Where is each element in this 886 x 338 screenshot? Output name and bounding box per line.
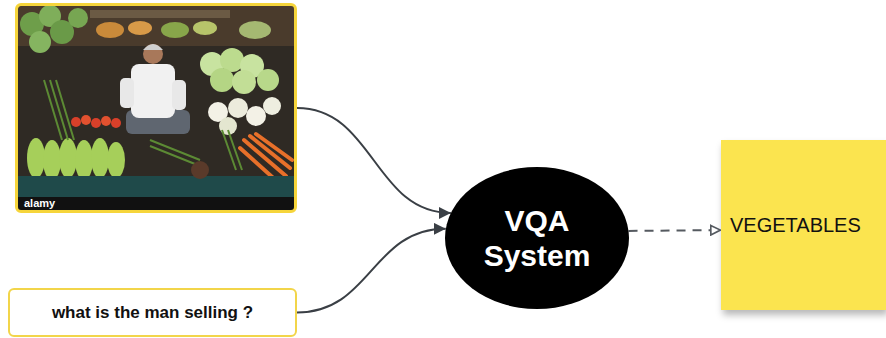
baskets [96,21,271,39]
connector [629,229,721,232]
watermark-strip [18,197,294,210]
cabbage-pile [200,48,279,94]
stall-beam [90,10,230,18]
ellipse-shape [445,167,629,309]
node-text: VEGETABLES [730,213,861,237]
tarp [18,176,294,198]
beans [44,80,242,170]
cauliflowers [208,97,281,135]
tomatoes [71,115,121,128]
answer-note: VEGETABLES [721,140,886,310]
node-text: alamy [24,197,55,209]
photo-ground [18,6,294,210]
cabbages-left [20,5,88,53]
ellipse-outline [444,166,630,310]
stall-shelf [18,6,294,46]
connector [297,108,451,213]
bottle-gourds [27,138,125,180]
node-text: VQA System [475,203,600,273]
question-box: what is the man selling ? [8,288,297,337]
connector [297,229,446,313]
image-box: alamy [15,3,297,213]
system-ellipse: VQA System [444,166,630,310]
node-text: what is the man selling ? [52,303,253,323]
man [120,44,190,134]
produce [191,161,209,179]
